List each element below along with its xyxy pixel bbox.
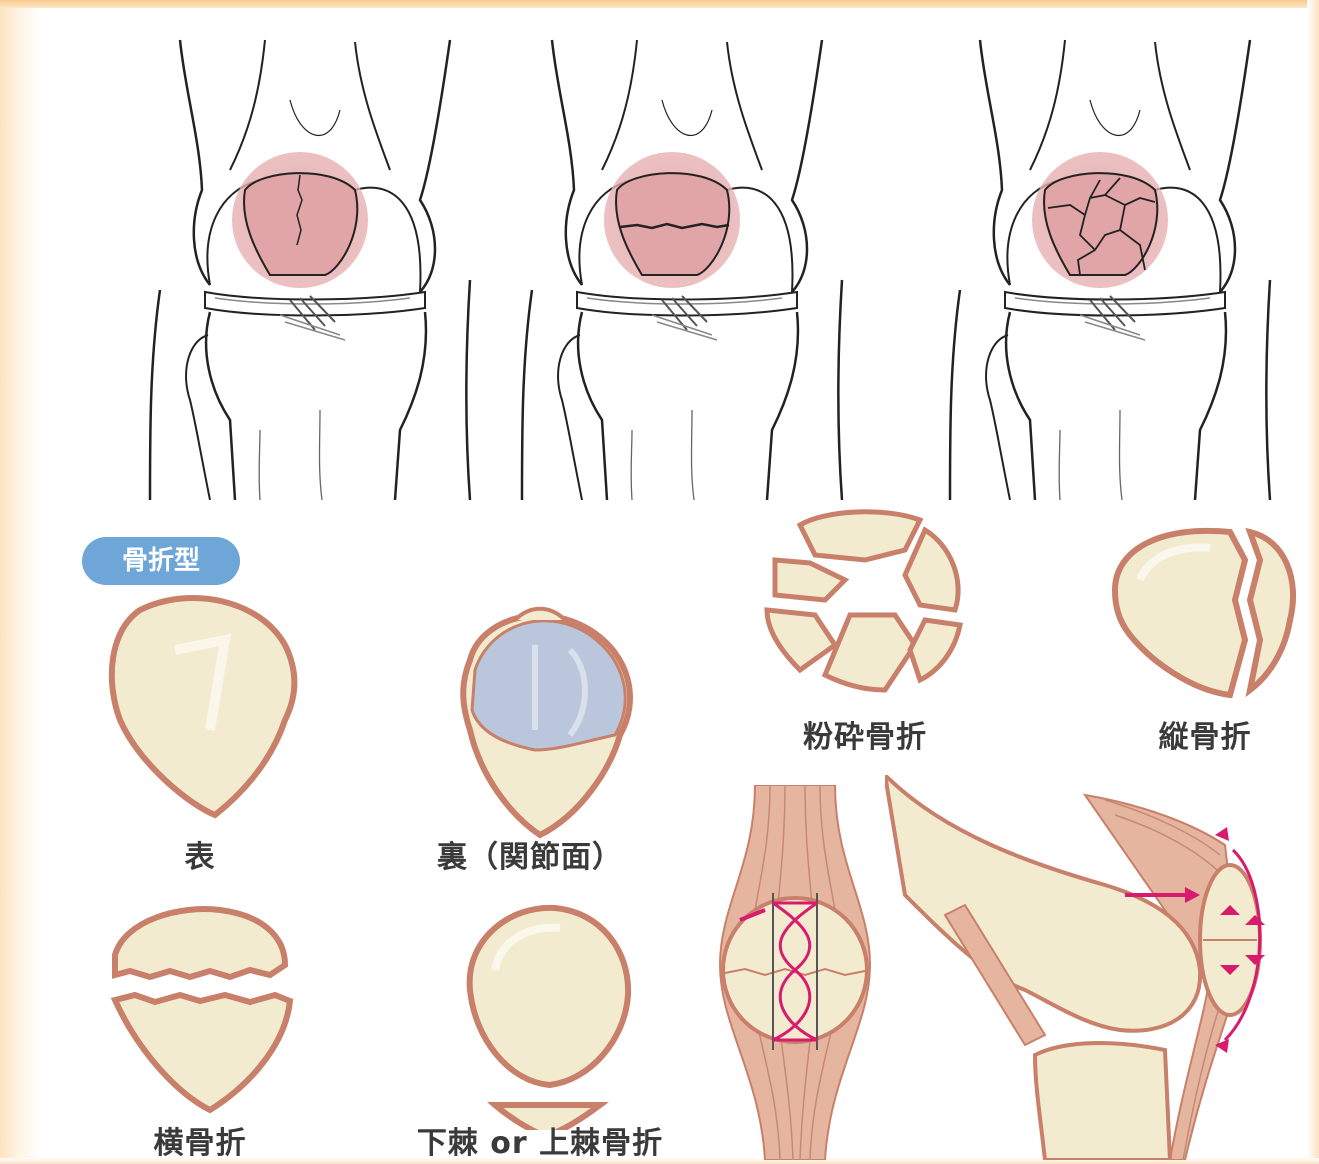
patella-transverse-fracture	[115, 909, 290, 1110]
patella-back-view	[463, 609, 630, 835]
patella-longitudinal-fracture	[1100, 520, 1300, 705]
patella-front-view	[112, 598, 295, 815]
tension-band-front-view	[715, 785, 875, 1160]
knee-illustrations-row	[140, 30, 1280, 500]
label-comminuted-fracture: 粉砕骨折	[780, 712, 950, 756]
label-back-articular: 裏（関節面）	[410, 832, 650, 876]
tension-band-side-view	[885, 775, 1280, 1160]
knee-comminuted-fracture-drawing	[950, 40, 1270, 500]
right-frame-bar	[1307, 0, 1319, 1164]
label-front: 表	[170, 832, 230, 876]
patella-pole-fracture	[470, 908, 628, 1130]
knee-vertical-fracture-drawing	[150, 40, 470, 500]
label-longitudinal-fracture: 縦骨折	[1140, 712, 1270, 756]
patella-comminuted-fracture	[755, 505, 975, 700]
top-frame-bar	[0, 0, 1319, 8]
knee-transverse-fracture-drawing	[522, 40, 842, 500]
label-transverse-fracture: 横骨折	[130, 1118, 270, 1162]
label-pole-fracture: 下棘 or 上棘骨折	[395, 1118, 685, 1162]
fracture-types-badge: 骨折型	[82, 537, 240, 585]
